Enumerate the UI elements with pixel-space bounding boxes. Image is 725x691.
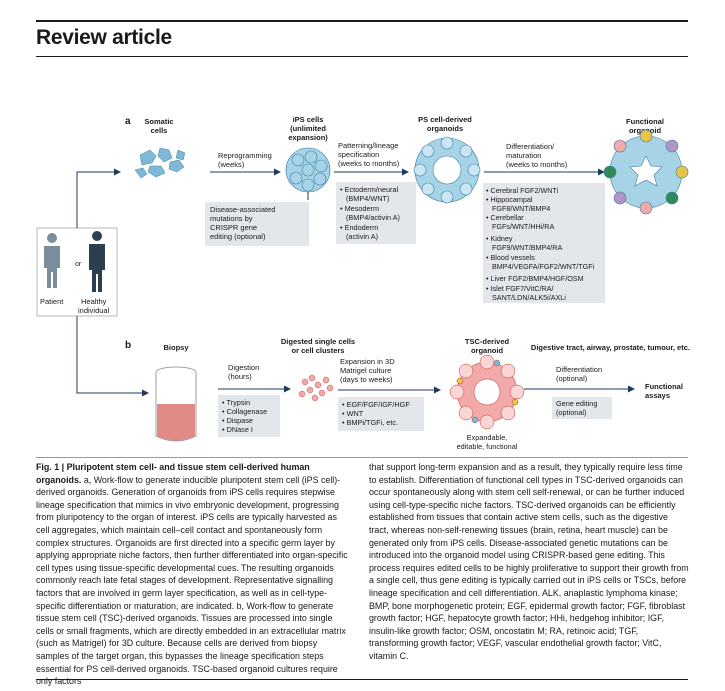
patterning-label-2: specification	[338, 150, 379, 159]
connector-b	[77, 316, 148, 393]
panel-a-letter: a	[125, 116, 131, 127]
germ-layer-5: • Endoderm	[340, 223, 378, 232]
organ-factor-10: • Liver FGF2/BMP4/HGF/OSM	[486, 274, 584, 283]
ips-label-3: expansion)	[288, 133, 328, 142]
growth-factor-1: • EGF/FGF/IGF/HGF	[342, 400, 410, 409]
germ-layer-6: (activin A)	[346, 232, 378, 241]
growth-factor-3: • BMPi/TGFi, etc.	[342, 418, 398, 427]
patient-icon	[44, 233, 60, 288]
digestion-label-1: Digestion	[228, 363, 259, 372]
germ-layer-3: • Mesoderm	[340, 204, 379, 213]
organ-factor-2: • Hippocampal	[486, 195, 533, 204]
healthy-label-2: individual	[78, 306, 110, 315]
disease-box-line-2: mutations by	[210, 214, 253, 223]
digested-cells-icon	[299, 375, 333, 401]
diff-optional-1: Differentiation	[556, 365, 602, 374]
enzyme-3: • Dispase	[222, 416, 253, 425]
somatic-cells-icon	[135, 148, 185, 178]
caption-right-column: that support long-term expansion and as …	[369, 461, 689, 663]
healthy-label-1: Healthy	[81, 297, 107, 306]
functional-assays-1: Functional	[645, 382, 683, 391]
disease-box-line-1: Disease-associated	[210, 205, 275, 214]
panel-b-letter: b	[125, 340, 131, 351]
caption-left-text: a, Work-flow to generate inducible pluri…	[36, 475, 348, 687]
biopsy-label: Biopsy	[163, 343, 189, 352]
organ-factor-7: FGF9/WNT/BMP4/RA	[492, 243, 562, 252]
biopsy-tube-icon	[156, 367, 196, 441]
differentiation-label-2: maturation	[506, 151, 541, 160]
growth-factor-2: • WNT	[342, 409, 364, 418]
organoids-label-2: organoids	[427, 124, 463, 133]
disease-box-line-4: editing (optional)	[210, 232, 266, 241]
organ-factor-6: • Kidney	[486, 234, 513, 243]
tsc-organoid-icon	[450, 355, 524, 429]
enzyme-2: • Collagenase	[222, 407, 267, 416]
expandable-label-1: Expandable,	[467, 433, 508, 442]
disease-box-line-3: CRISPR gene	[210, 223, 257, 232]
enzyme-1: • Trypsin	[222, 398, 250, 407]
somatic-label-2: cells	[151, 126, 168, 135]
reprogramming-label-1: Reprogramming	[218, 151, 272, 160]
reprogramming-label-2: (weeks)	[218, 160, 245, 169]
digested-label-2: or cell clusters	[292, 346, 345, 355]
connector-a	[77, 172, 120, 228]
expansion-label-2: Matrigel culture	[340, 366, 391, 375]
healthy-individual-icon	[89, 231, 105, 292]
people-or: or	[75, 261, 82, 268]
germ-layer-2: (BMP4/WNT)	[346, 194, 389, 203]
organ-factor-4: • Cerebellar	[486, 213, 524, 222]
organoid-figure: a b or Patient Healthy individual Somati…	[0, 0, 725, 460]
tsc-label-1: TSC-derived	[465, 337, 510, 346]
organ-factor-8: • Blood vessels	[486, 253, 535, 262]
patient-label: Patient	[40, 297, 64, 306]
tissues-label: Digestive tract, airway, prostate, tumou…	[531, 343, 690, 352]
differentiation-label-1: Differentiation/	[506, 142, 555, 151]
organ-factor-5: FGFs/WNT/HHi/RA	[492, 222, 554, 231]
organ-factor-11: • Islet FGF7/VitC/RA/	[486, 284, 553, 293]
functional-organoid-icon	[604, 130, 688, 214]
tsc-label-2: organoid	[471, 346, 503, 355]
diff-optional-2: (optional)	[556, 374, 588, 383]
somatic-label-1: Somatic	[144, 117, 173, 126]
germ-layer-4: (BMP4/activin A)	[346, 213, 400, 222]
caption-rule	[36, 457, 688, 458]
caption-left-column: Fig. 1 | Pluripotent stem cell- and tiss…	[36, 461, 352, 688]
ips-label-2: (unlimited	[290, 124, 326, 133]
germ-layer-1: • Ectoderm/neural	[340, 185, 398, 194]
organ-factor-3: FGF8/WNT/BMP4	[492, 204, 550, 213]
functional-assays-2: assays	[645, 391, 670, 400]
ips-cell-cluster-icon	[286, 148, 330, 192]
digestion-label-2: (hours)	[228, 372, 252, 381]
caption-right-text: that support long-term expansion and as …	[369, 461, 689, 663]
organ-factor-9: BMP4/VEGFA/FGF2/WNT/TGFi	[492, 262, 595, 271]
organoids-label-1: PS cell-derived	[418, 115, 472, 124]
ps-organoid-icon	[414, 137, 480, 203]
expansion-label-1: Expansion in 3D	[340, 357, 395, 366]
patterning-label-3: (weeks to months)	[338, 159, 400, 168]
patterning-label-1: Patterning/lineage	[338, 141, 398, 150]
expandable-label-2: editable, functional	[457, 442, 518, 451]
ips-label-1: iPS cells	[293, 115, 324, 124]
gene-editing-2: (optional)	[556, 408, 586, 417]
digested-label-1: Digested single cells	[281, 337, 355, 346]
bottom-rule	[36, 679, 688, 680]
functional-label-1: Functional	[626, 117, 664, 126]
enzyme-4: • DNase I	[222, 425, 253, 434]
organ-factor-1: • Cerebral FGF2/WNTi	[486, 186, 559, 195]
expansion-label-3: (days to weeks)	[340, 375, 393, 384]
differentiation-label-3: (weeks to months)	[506, 160, 568, 169]
gene-editing-1: Gene editing	[556, 399, 597, 408]
organ-factor-12: SANT/LDN/ALK5i/AXLi	[492, 293, 566, 302]
